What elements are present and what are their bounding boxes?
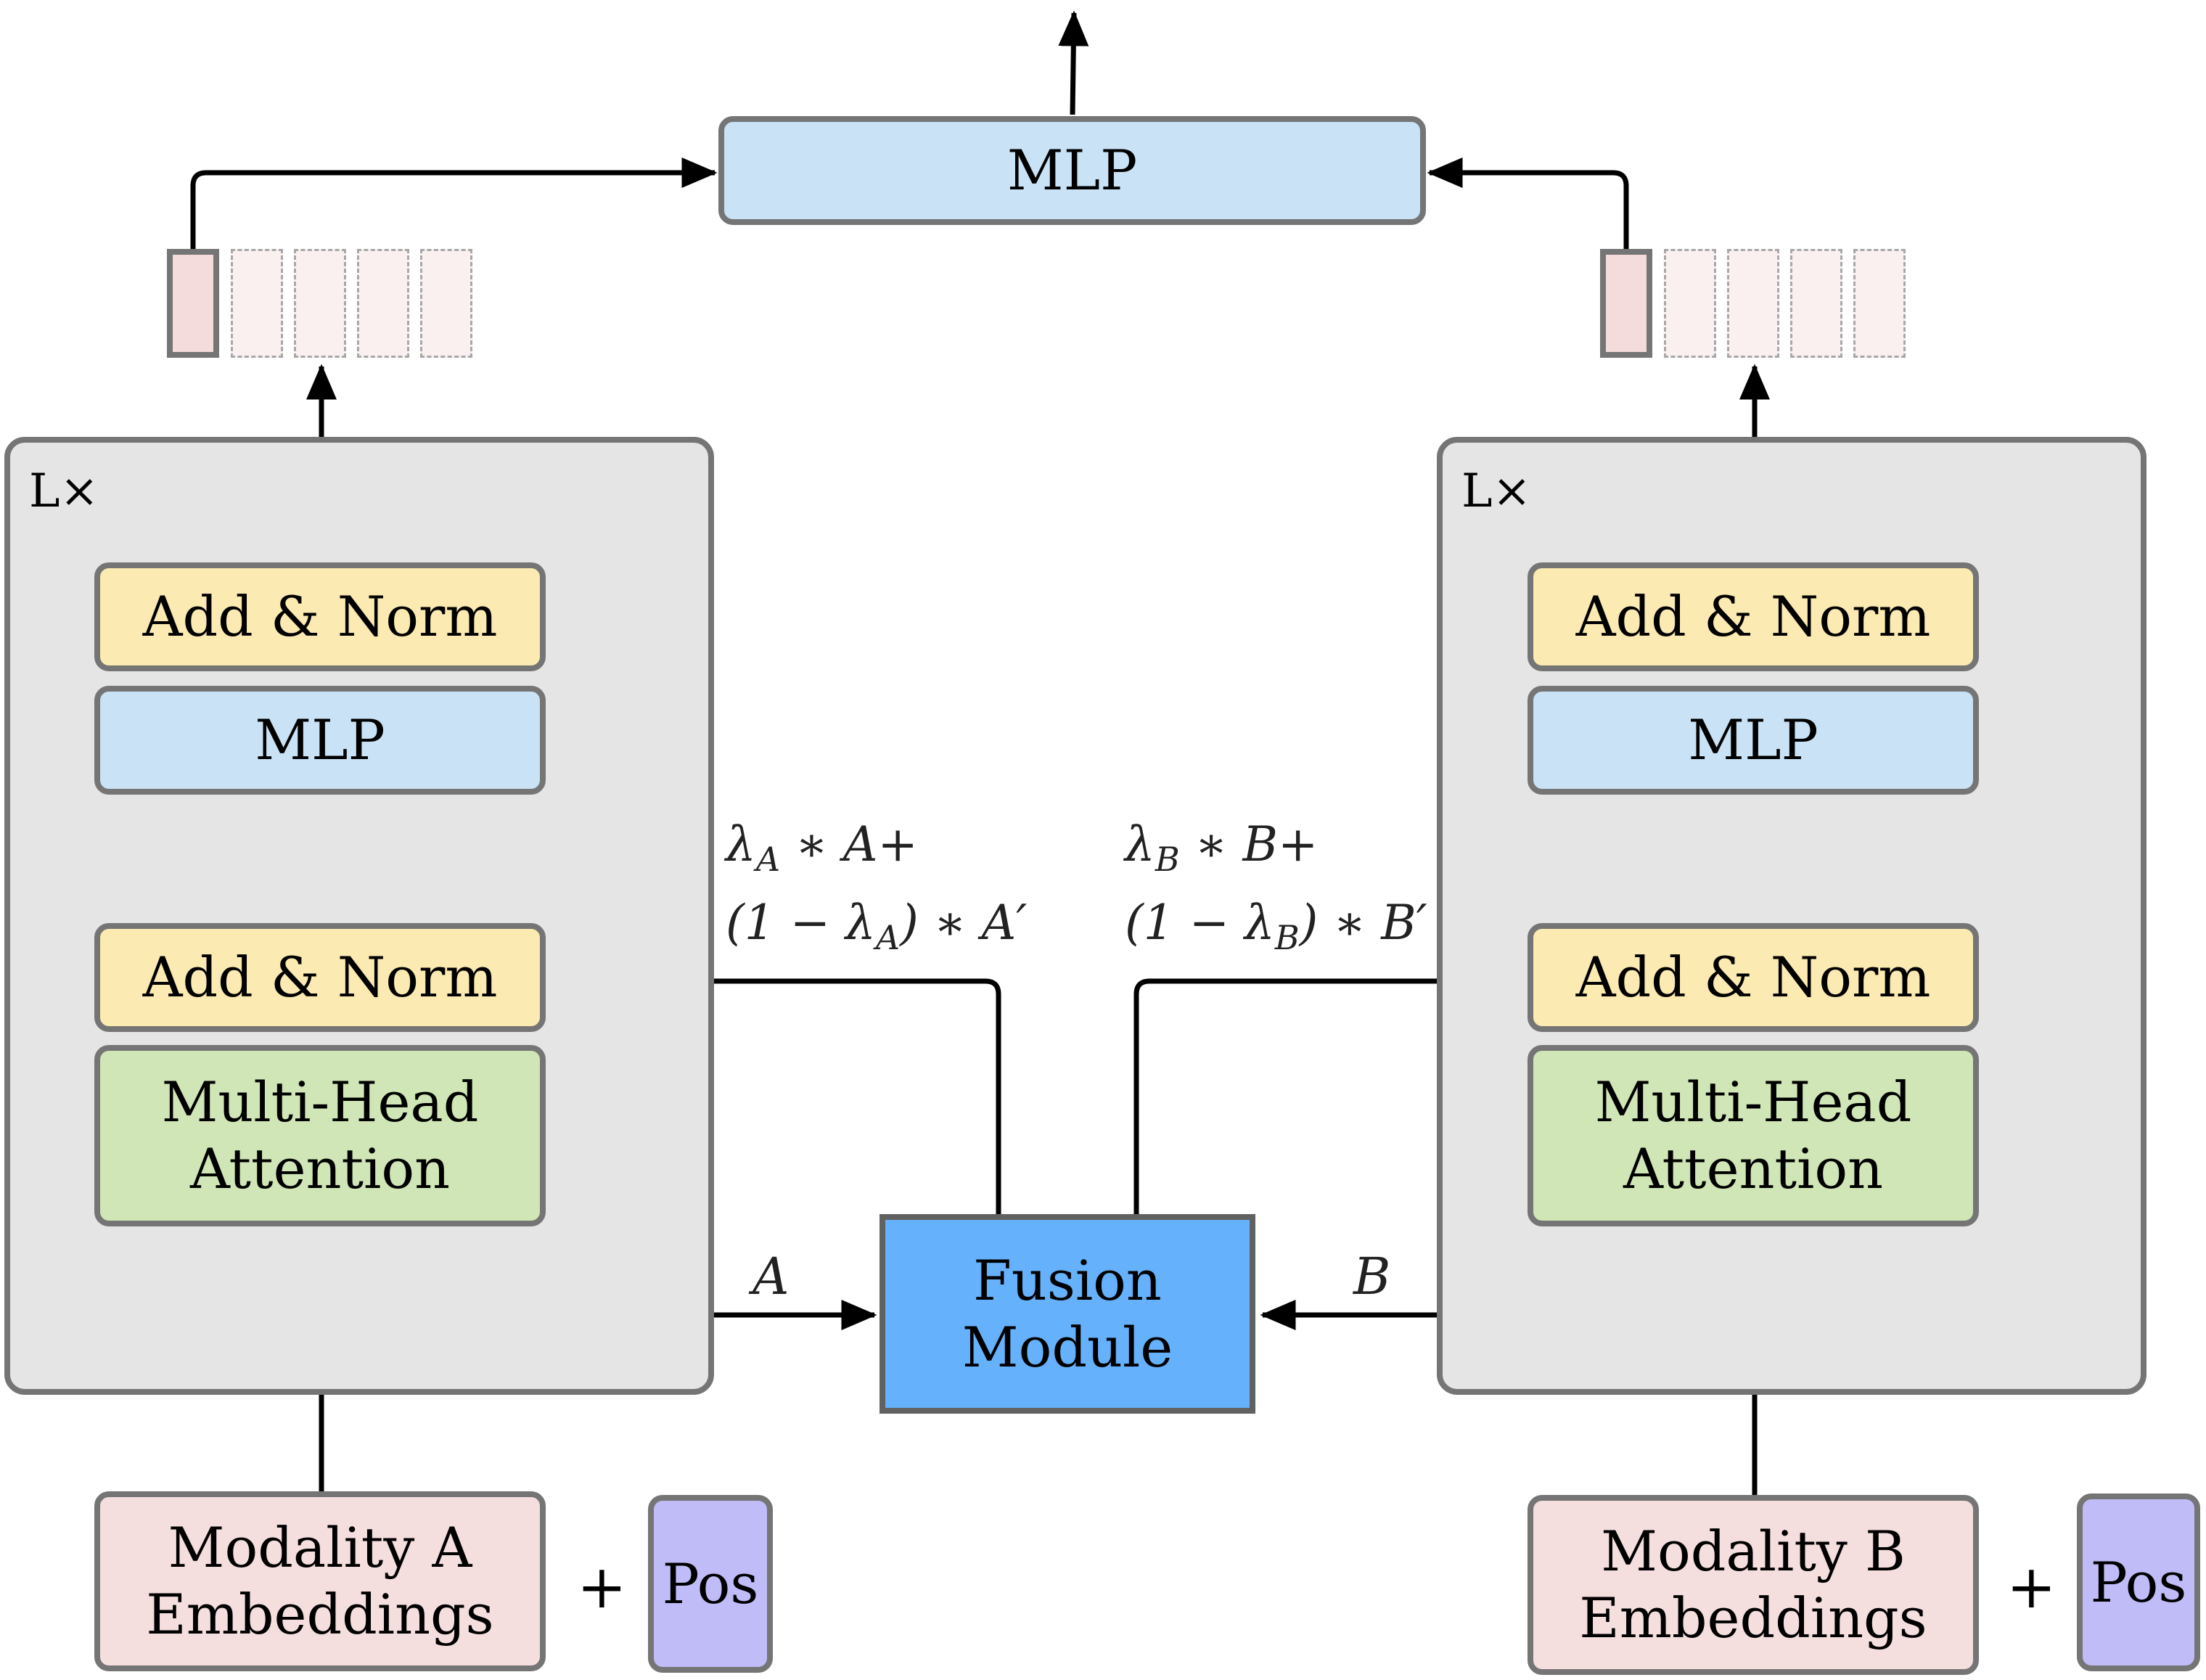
- input-label-b: B: [1353, 1247, 1391, 1306]
- right-mlp: MLP: [1528, 686, 1979, 795]
- right-token-ghost-2: [1727, 249, 1779, 358]
- top-mlp-label: MLP: [1006, 138, 1138, 202]
- right-token-ghost-4: [1853, 249, 1906, 358]
- right-add-norm-bottom-label: Add & Norm: [1575, 945, 1931, 1009]
- fusion-to-right-addnorm-arrow: [1133, 966, 1527, 1214]
- right-attention-line1: Multi-Head: [1594, 1070, 1912, 1134]
- right-add-norm-top: Add & Norm: [1528, 562, 1979, 671]
- left-multi-head-attention: Multi-Head Attention: [94, 1045, 546, 1226]
- right-repeat-label: L×: [1461, 464, 1532, 518]
- top-mlp-box: MLP: [718, 116, 1426, 225]
- left-token-ghost-4: [420, 249, 472, 358]
- right-cls-to-mlp-arrow: [1427, 157, 1629, 250]
- left-add-norm-top: Add & Norm: [94, 562, 546, 671]
- left-add-norm-bottom-label: Add & Norm: [142, 945, 498, 1009]
- left-mlp: MLP: [94, 686, 546, 795]
- right-plus-sign: +: [2006, 1553, 2057, 1622]
- left-repeat-label: L×: [29, 464, 99, 518]
- fusion-to-left-addnorm-arrow: [546, 966, 1001, 1214]
- right-fusion-formula-line1-text: λB ∗ B+: [1125, 816, 1319, 880]
- right-cls-token: [1600, 249, 1652, 358]
- left-pos-label: Pos: [662, 1551, 759, 1616]
- left-embed-line2: Embeddings: [146, 1582, 494, 1647]
- right-fusion-formula-line2-text: (1 − λB) ∗ B′: [1125, 895, 1427, 958]
- right-fusion-formula-line1: λB ∗ B+: [1125, 816, 1318, 879]
- left-token-ghost-3: [357, 249, 409, 358]
- right-fusion-formula-line2: (1 − λB) ∗ B′: [1125, 895, 1427, 957]
- left-fusion-formula-line1: λA ∗ A+: [726, 816, 918, 879]
- right-mlp-label: MLP: [1688, 708, 1818, 772]
- left-cls-token: [167, 249, 219, 358]
- fusion-line1: Fusion: [973, 1247, 1162, 1313]
- left-add-norm-bottom: Add & Norm: [94, 923, 546, 1032]
- left-fusion-formula-line1-text: λA ∗ A+: [726, 816, 918, 880]
- right-add-norm-top-label: Add & Norm: [1575, 584, 1931, 649]
- left-embed-line1: Modality A: [168, 1515, 472, 1580]
- modality-b-embeddings: Modality B Embeddings: [1528, 1495, 1979, 1675]
- left-token-ghost-1: [231, 249, 283, 358]
- left-cls-to-mlp-arrow: [190, 157, 718, 250]
- right-pos-label: Pos: [2090, 1549, 2187, 1615]
- output-arrow: [1058, 10, 1089, 115]
- right-token-ghost-1: [1664, 249, 1716, 358]
- right-multi-head-attention: Multi-Head Attention: [1528, 1045, 1979, 1226]
- right-pos-embedding: Pos: [2077, 1493, 2200, 1671]
- left-token-ghost-2: [294, 249, 346, 358]
- fusion-module: Fusion Module: [879, 1214, 1255, 1414]
- left-pos-embedding: Pos: [648, 1495, 773, 1673]
- left-fusion-formula-line2: (1 − λA) ∗ A′: [726, 895, 1027, 957]
- right-embed-line2: Embeddings: [1579, 1586, 1927, 1650]
- right-embed-line1: Modality B: [1601, 1519, 1906, 1583]
- input-label-a: A: [753, 1247, 790, 1306]
- left-add-norm-top-label: Add & Norm: [142, 584, 498, 649]
- left-mlp-label: MLP: [255, 708, 385, 772]
- fusion-line2: Module: [961, 1314, 1173, 1380]
- right-add-norm-bottom: Add & Norm: [1528, 923, 1979, 1032]
- left-attention-line1: Multi-Head: [161, 1070, 479, 1134]
- left-attention-line2: Attention: [189, 1136, 451, 1201]
- right-token-ghost-3: [1790, 249, 1842, 358]
- right-attention-line2: Attention: [1623, 1136, 1884, 1201]
- left-plus-sign: +: [577, 1553, 627, 1622]
- left-fusion-formula-line2-text: (1 − λA) ∗ A′: [726, 895, 1028, 958]
- modality-a-embeddings: Modality A Embeddings: [94, 1491, 546, 1671]
